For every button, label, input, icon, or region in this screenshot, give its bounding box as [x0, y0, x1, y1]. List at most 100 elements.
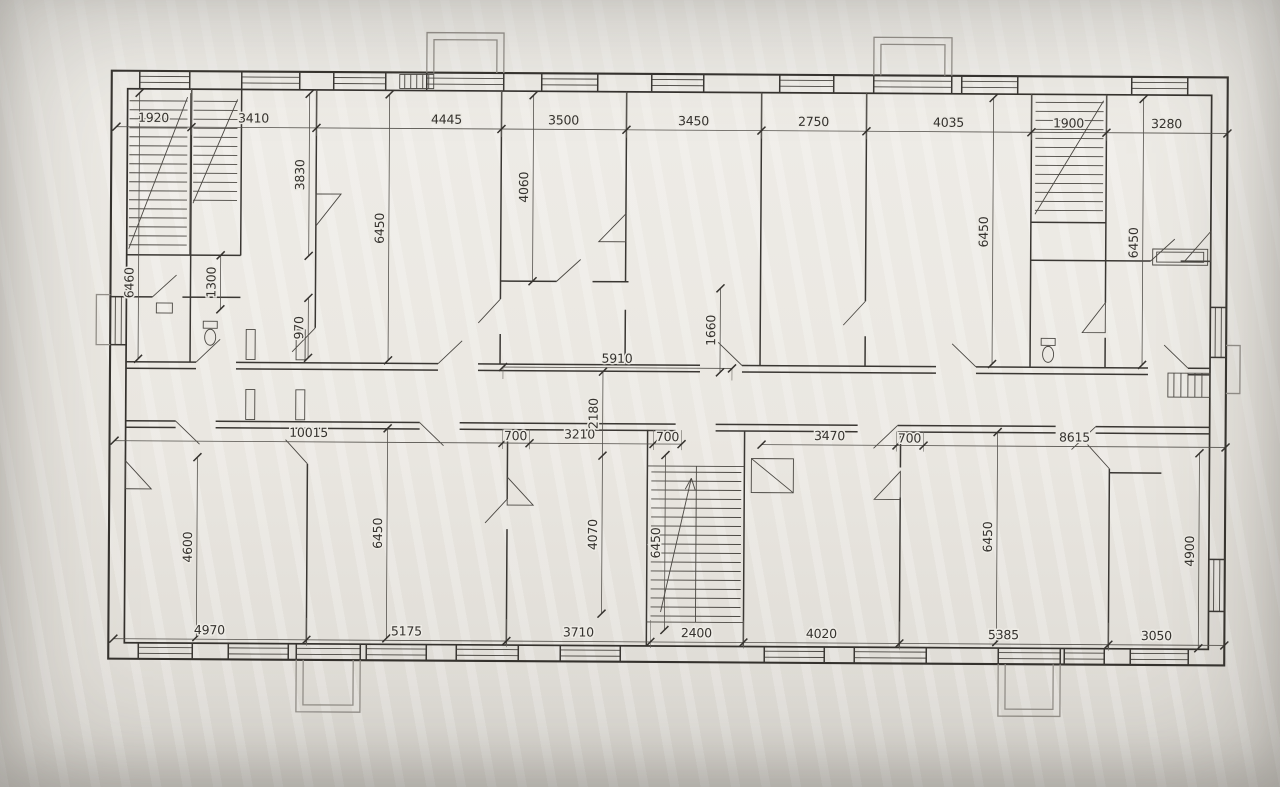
dim-mid-inner: 5910 [602, 351, 633, 366]
elevator-diagonal [751, 458, 794, 494]
dim-top-3: 3500 [548, 112, 579, 127]
door-leaves [152, 238, 1189, 524]
window-glazing-sides [114, 296, 1222, 612]
elevator-box [750, 458, 794, 494]
dim-mid-2: 3210 [564, 426, 595, 441]
dim-top-5: 2750 [798, 114, 829, 129]
windows [110, 70, 1227, 666]
corridor-wall-lower [125, 419, 1210, 435]
dim-bottom-6: 3050 [1141, 628, 1172, 643]
stair-stringer [694, 466, 697, 623]
stair-flight-line [1034, 100, 1105, 215]
dim-vert-9: 2180 [586, 398, 601, 429]
dim-mid-4: 3470 [814, 428, 845, 443]
dimension-labels: 1920 3410 4445 3500 3450 2750 4035 1900 … [120, 108, 1199, 644]
dim-mid-3: 700 [656, 429, 680, 444]
dim-bottom-3: 2400 [681, 625, 712, 640]
vent-shafts [245, 329, 306, 421]
window-jambs-top [138, 70, 1189, 96]
dim-top-1: 3410 [238, 110, 269, 125]
dim-vert-3: 6450 [372, 212, 387, 243]
dim-bottom-2: 3710 [563, 624, 594, 639]
dim-mid-5: 700 [898, 430, 922, 445]
dim-top-0: 1920 [138, 110, 169, 125]
dim-mid-1: 700 [504, 428, 528, 443]
pier [1167, 372, 1211, 398]
corridor-wall-upper [125, 360, 1211, 376]
dim-vert-8: 6450 [1126, 227, 1141, 258]
stair-direction-arrow [660, 477, 696, 613]
dim-top-2: 4445 [431, 112, 462, 127]
dim-vert-15: 4900 [1182, 535, 1197, 566]
vent-shaft [295, 329, 306, 361]
door-swings [124, 193, 1212, 524]
ticks-mid [109, 362, 1231, 452]
stair-stringer [189, 93, 192, 256]
dim-vert-6: 1660 [703, 315, 718, 346]
bathtub [1152, 248, 1209, 266]
bay-windows [95, 31, 1241, 718]
vent-shaft [245, 389, 256, 420]
outer-walls [107, 69, 1229, 667]
toilet-bowl [204, 328, 217, 346]
dim-top-8: 3280 [1151, 116, 1182, 131]
dim-vert-13: 6450 [980, 521, 995, 552]
dim-top-4: 3450 [678, 113, 709, 128]
dim-mid-6: 8615 [1059, 429, 1090, 444]
stair-treads [1034, 101, 1104, 212]
dimension-lines [113, 89, 1228, 651]
stairwell-top-right [1034, 100, 1105, 215]
window-glazing-top [139, 75, 1188, 90]
hatched-piers [399, 73, 1211, 398]
window-jambs-sides [110, 295, 1227, 613]
window-jambs-bottom [137, 642, 1190, 666]
dim-vert-1: 1300 [203, 266, 218, 297]
ticks-vertical [133, 88, 1205, 653]
wall-outer-face [107, 69, 1229, 667]
sink [155, 302, 173, 314]
vent-shaft [295, 389, 306, 421]
window-glazing-bottom [138, 646, 1189, 661]
dim-vert-11: 6450 [370, 517, 385, 548]
dim-lines-horizontal [113, 126, 1228, 646]
ticks-top [111, 122, 1232, 138]
stair-treads [128, 100, 188, 246]
pier-hatch [404, 74, 430, 89]
dim-top-7: 1900 [1053, 115, 1084, 130]
corridor-walls [125, 360, 1211, 435]
dim-vert-12: 6450 [648, 527, 663, 558]
stair-landings [646, 465, 745, 623]
dim-vert-0: 6460 [121, 267, 136, 298]
stairwell-center [646, 465, 745, 623]
dim-vert-7: 6450 [976, 216, 991, 247]
dimension-ticks [108, 88, 1232, 653]
dim-mid-0: 10015 [289, 425, 328, 440]
dim-vert-2: 3830 [292, 159, 307, 190]
dim-vert-10: 4070 [585, 519, 600, 550]
bathtub-inner [1156, 251, 1205, 263]
elevator-shaft [750, 458, 794, 494]
dim-bottom-1: 5175 [391, 623, 422, 638]
dim-bottom-5: 5385 [988, 627, 1019, 642]
dim-lines-vertical [137, 92, 1200, 649]
dim-vert-5: 970 [291, 316, 306, 340]
dim-bottom-4: 4020 [806, 626, 837, 641]
toilet-tank [202, 320, 218, 329]
door-triangles [124, 193, 1212, 506]
toilet-bowl [1042, 345, 1055, 363]
plan-group: 1920 3410 4445 3500 3450 2750 4035 1900 … [95, 31, 1241, 718]
extension-lines [191, 89, 1109, 651]
dim-top-6: 4035 [933, 115, 964, 130]
balcony-outlines [95, 31, 1241, 718]
toilet-tank [1040, 337, 1056, 346]
plumbing-fixtures [155, 248, 1209, 363]
vent-shaft [245, 329, 256, 360]
ticks-bottom [108, 634, 1229, 650]
stair-treads [193, 100, 238, 201]
dim-vert-4: 4060 [516, 171, 531, 202]
dim-bottom-0: 4970 [194, 622, 225, 637]
pier-hatch [1173, 373, 1203, 398]
dim-vert-14: 4600 [180, 531, 195, 562]
